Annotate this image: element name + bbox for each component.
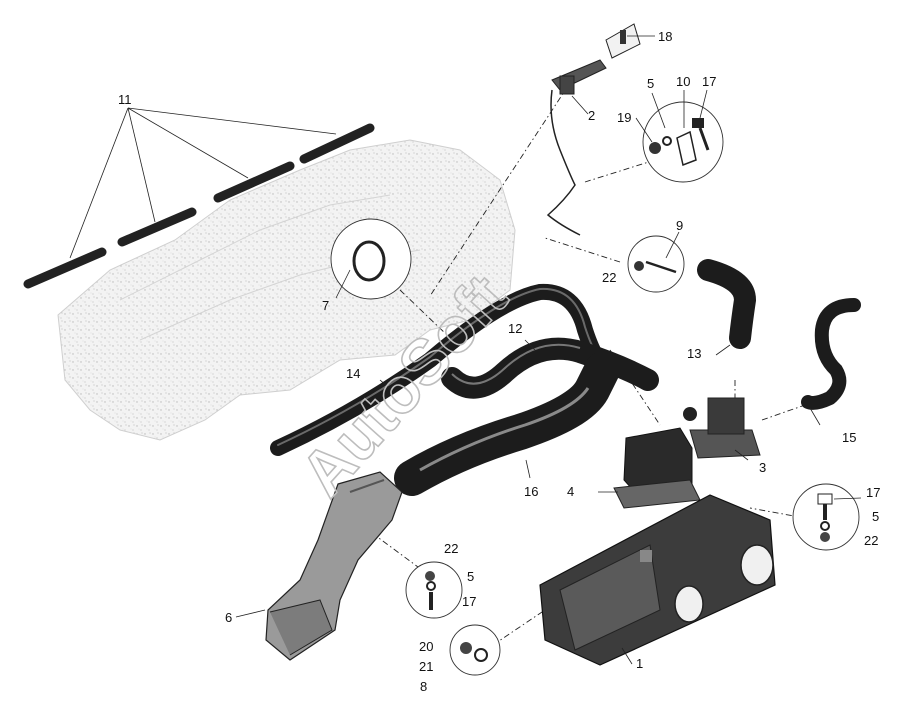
callout-17-top: 17 [702, 74, 716, 89]
callout-6: 6 [225, 610, 232, 625]
part-11-hose-segments [23, 123, 375, 289]
callout-11: 11 [118, 92, 132, 107]
fastener-detail-bottom [449, 624, 501, 676]
part-3-tap [683, 397, 761, 459]
callout-12: 12 [508, 321, 522, 336]
callout-10: 10 [676, 74, 690, 89]
part-2-cable-bracket [546, 59, 607, 236]
callout-5-right: 5 [872, 509, 879, 524]
part-6-duct [265, 471, 403, 661]
callout-3: 3 [759, 460, 766, 475]
callout-17-lower: 17 [462, 594, 476, 609]
fastener-detail-lower [405, 561, 463, 619]
callout-2: 2 [588, 108, 595, 123]
callout-22-top: 22 [602, 270, 616, 285]
callout-9: 9 [676, 218, 683, 233]
part-1-heater-assembly [539, 494, 776, 666]
callout-16: 16 [524, 484, 538, 499]
callout-21: 21 [419, 659, 433, 674]
fastener-detail-top [642, 101, 724, 183]
callout-19: 19 [617, 110, 631, 125]
fastener-detail-right [792, 483, 860, 551]
part-16-large-hose [394, 352, 620, 496]
callout-leaders [235, 35, 862, 665]
part-14-long-hose [270, 283, 620, 456]
callout-20: 20 [419, 639, 433, 654]
part-18-bracket [605, 23, 641, 59]
callout-14: 14 [346, 366, 360, 381]
part-4-housing [613, 427, 701, 509]
callout-22-right: 22 [864, 533, 878, 548]
callout-8: 8 [420, 679, 427, 694]
callout-7: 7 [322, 298, 329, 313]
callout-18: 18 [658, 29, 672, 44]
callout-1: 1 [636, 656, 643, 671]
part-11-leader-lines [69, 107, 337, 259]
part-13-bent-hose [697, 259, 757, 349]
callout-labels: 1 2 3 4 5 5 5 6 7 8 9 10 11 12 13 14 15 … [118, 29, 880, 694]
callout-5-lower: 5 [467, 569, 474, 584]
part-7-ring-detail [330, 218, 412, 300]
callout-22-lower: 22 [444, 541, 458, 556]
part-15-s-hose [801, 298, 861, 410]
callout-13: 13 [687, 346, 701, 361]
callout-4: 4 [567, 484, 574, 499]
callout-15: 15 [842, 430, 856, 445]
fastener-detail-9 [627, 235, 685, 293]
callout-5-top: 5 [647, 76, 654, 91]
callout-17-right: 17 [866, 485, 880, 500]
